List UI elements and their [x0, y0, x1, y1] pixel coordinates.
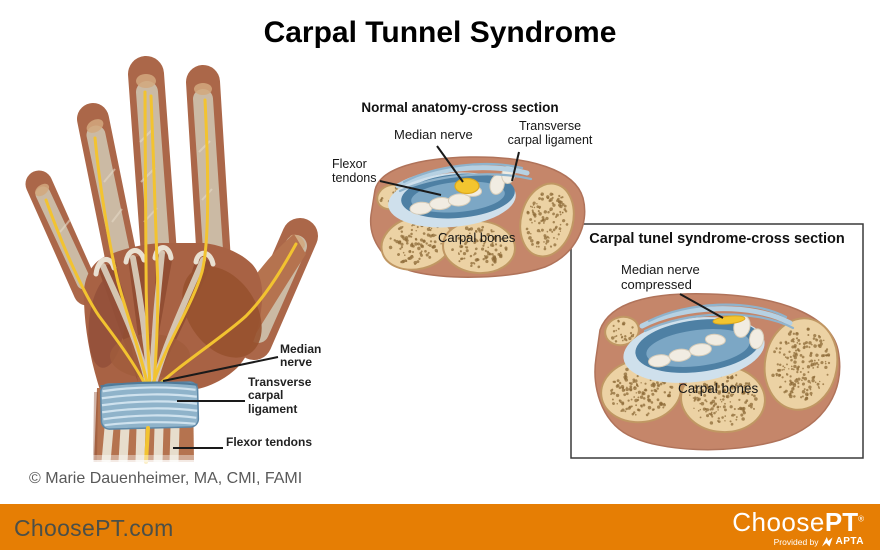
normal-label-median-nerve: Median nerve	[394, 127, 473, 142]
syndrome-label-median-nerve-compressed: Median nerve compressed	[621, 262, 700, 292]
syndrome-label-carpal-bones: Carpal bones	[678, 381, 759, 396]
provided-by-text: Provided by	[773, 536, 819, 547]
hand-label-transverse-carpal-ligament: Transverse carpal ligament	[248, 375, 312, 416]
page-title: Carpal Tunnel Syndrome	[263, 16, 617, 49]
credit-line: © Marie Dauenheimer, MA, CMI, FAMI	[29, 470, 303, 487]
normal-label-transverse-carpal-ligament: Transverse carpal ligament	[507, 119, 593, 147]
logo-registered-mark: ®	[858, 514, 864, 524]
hand-illustration	[25, 56, 318, 465]
transverse-carpal-ligament-band	[99, 381, 200, 430]
apta-logo-icon	[821, 536, 833, 546]
hand-label-flexor-tendons: Flexor tendons	[226, 435, 313, 449]
footer-bar: ChoosePT.com ChoosePT® Provided by APTA	[0, 504, 880, 550]
logo-pt-text: PT	[824, 507, 859, 537]
normal-label-carpal-bones: Carpal bones	[438, 230, 516, 245]
apta-text: APTA	[835, 536, 864, 547]
hand-label-median-nerve: Median nerve	[280, 342, 322, 370]
syndrome-cross-section-figure	[594, 293, 841, 451]
syndrome-section-title: Carpal tunel syndrome-cross section	[589, 231, 845, 247]
normal-label-flexor-tendons: Flexor tendons	[332, 157, 377, 185]
normal-section-title: Normal anatomy-cross section	[361, 100, 559, 115]
label-pointer-lines	[162, 145, 724, 449]
normal-cross-section-figure	[369, 156, 586, 278]
logo-choose-text: Choose	[732, 507, 825, 537]
footer-site-url: ChoosePT.com	[14, 515, 174, 541]
choosept-logo: ChoosePT® Provided by APTA	[732, 509, 864, 547]
median-nerve-normal	[454, 177, 480, 195]
